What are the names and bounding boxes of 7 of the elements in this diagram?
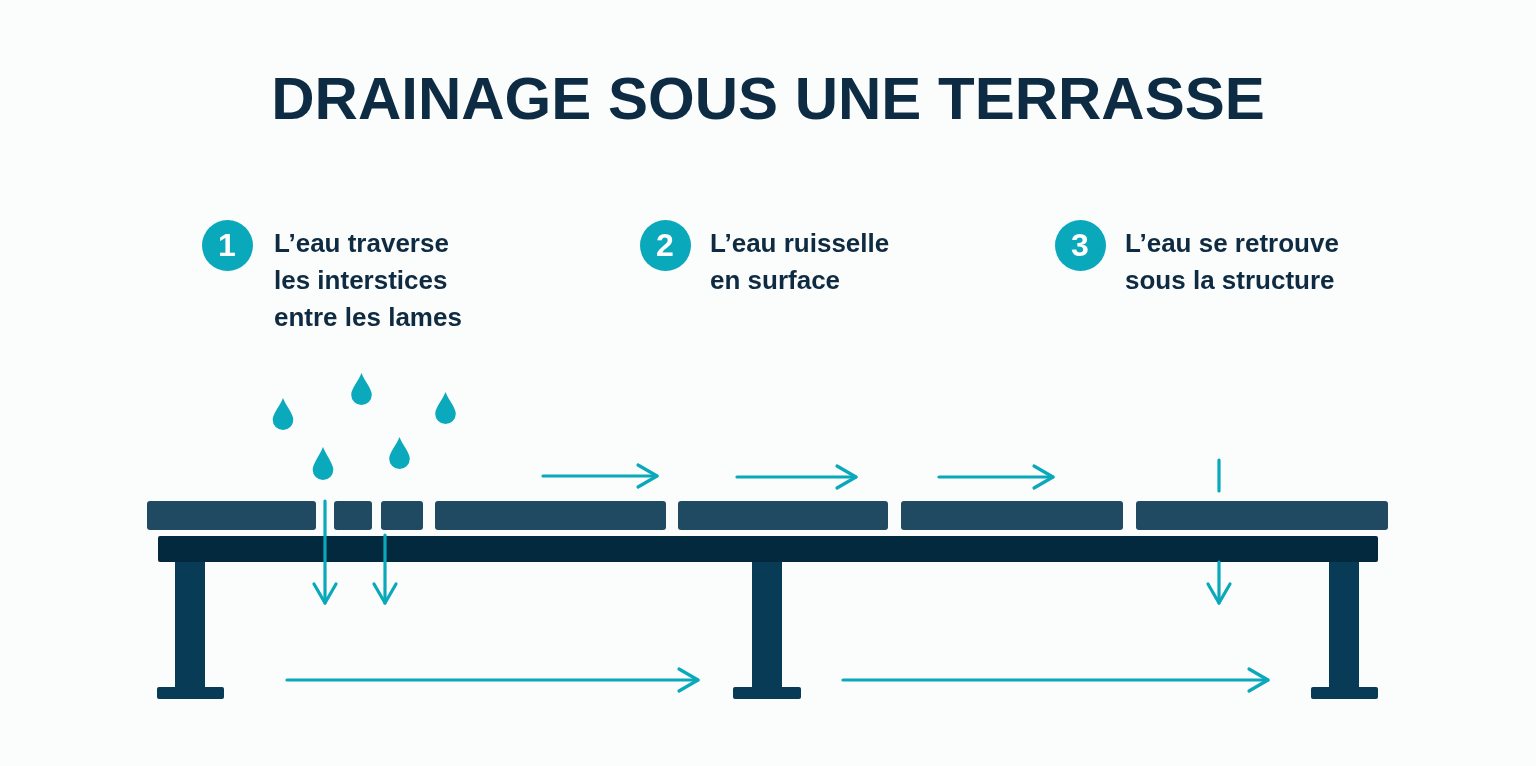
- step-description: L’eau traverse les interstices entre les lames: [274, 227, 463, 334]
- step-number: 1: [201, 219, 253, 271]
- step-number: 2: [639, 219, 691, 271]
- step-description: L’eau ruisselle en surface: [710, 227, 891, 297]
- step-description: L’eau se retrouve sous la structure: [1125, 227, 1340, 297]
- title: DRAINAGE SOUS UNE TERRASSE: [271, 69, 1265, 129]
- step-number: 3: [1054, 219, 1106, 271]
